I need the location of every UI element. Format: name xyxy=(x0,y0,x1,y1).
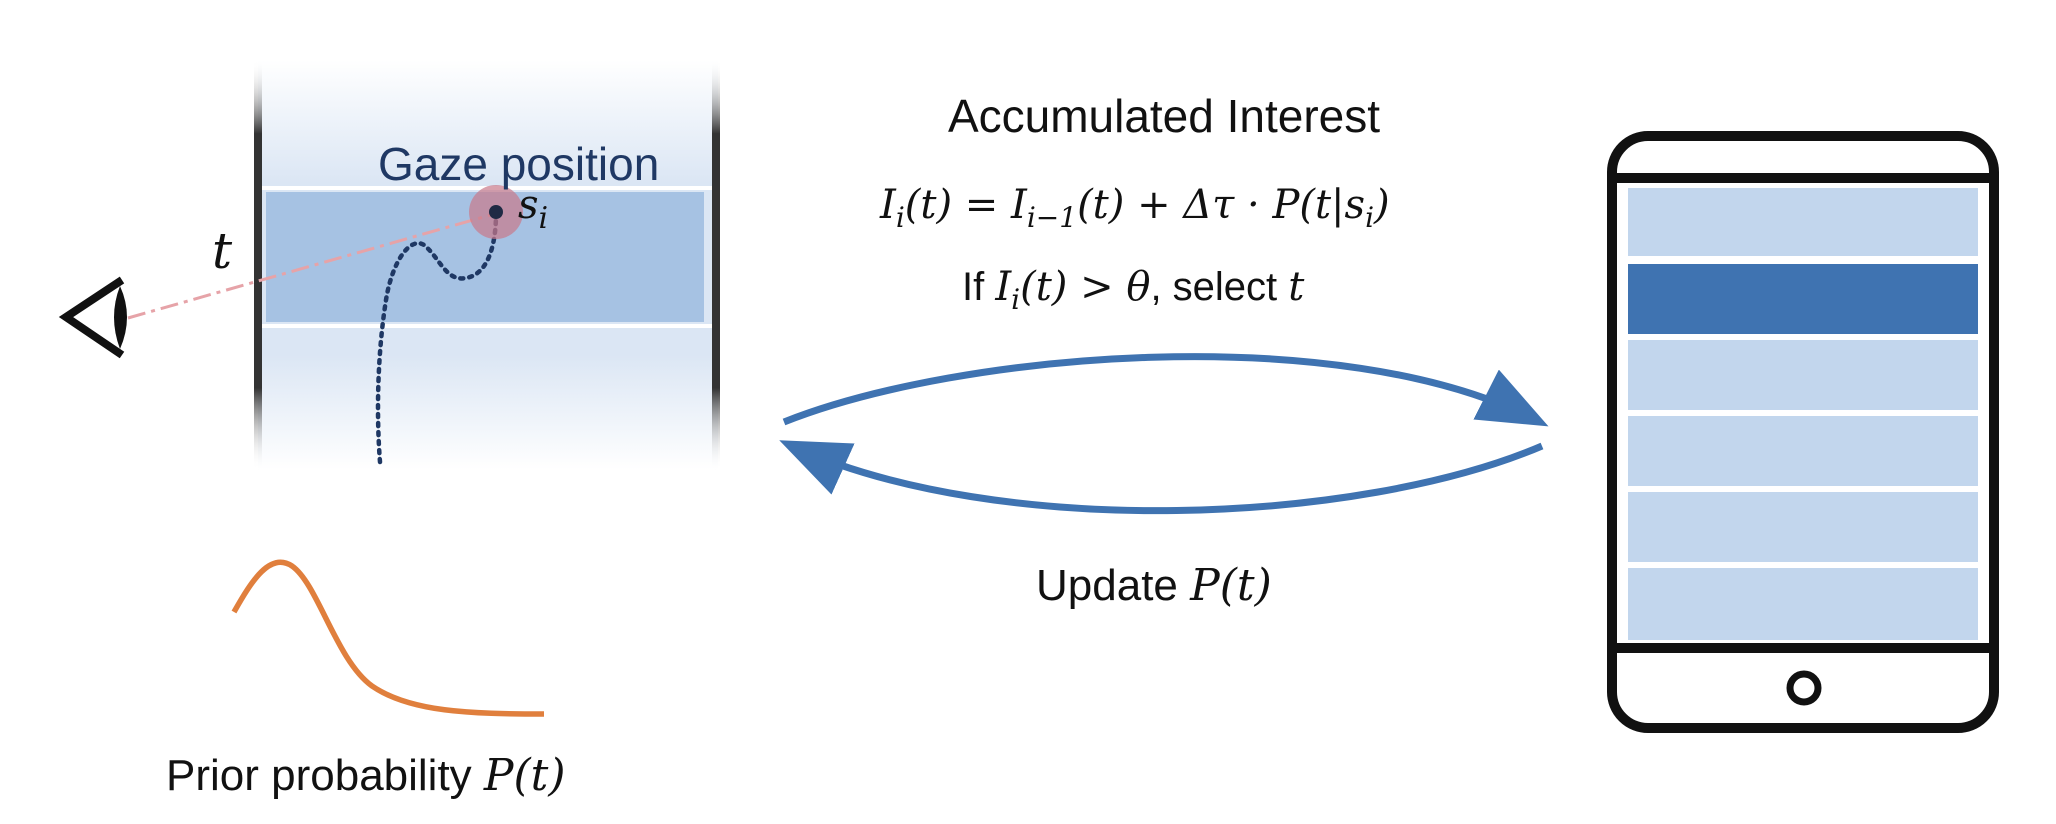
phone-list-item xyxy=(1628,188,1978,256)
target-variable-label: t xyxy=(212,222,233,280)
gaze-position-label: Gaze position xyxy=(378,138,659,190)
phone-list-item xyxy=(1628,340,1978,410)
arrow-from-phone xyxy=(779,440,1544,515)
interest-update-formula: Ii(t) = Ii−1(t) + Δτ · P(t|si) xyxy=(879,182,1390,234)
eye-icon xyxy=(58,276,127,359)
sample-label: si xyxy=(518,182,548,236)
gaze-ray xyxy=(127,212,495,320)
prior-probability-curve xyxy=(231,559,545,717)
phone-selected-item xyxy=(1628,264,1978,334)
home-button[interactable] xyxy=(1786,670,1822,706)
update-label: Update P(t) xyxy=(1036,560,1272,611)
smartphone-icon xyxy=(1607,131,1999,733)
prior-probability-label: Prior probability P(t) xyxy=(166,750,566,801)
accumulated-interest-title: Accumulated Interest xyxy=(948,90,1380,142)
arrow-to-phone xyxy=(782,353,1549,427)
phone-list-item xyxy=(1628,568,1978,640)
list-right-border xyxy=(712,60,720,470)
list-divider-bottom xyxy=(262,324,712,328)
phone-list-item xyxy=(1628,416,1978,486)
list-left-border xyxy=(254,60,262,470)
gaze-trajectory xyxy=(375,211,499,465)
selection-condition: If Ii(t) > θ, select t xyxy=(962,264,1305,316)
gaze-point xyxy=(489,205,503,219)
phone-list-item xyxy=(1628,492,1978,562)
